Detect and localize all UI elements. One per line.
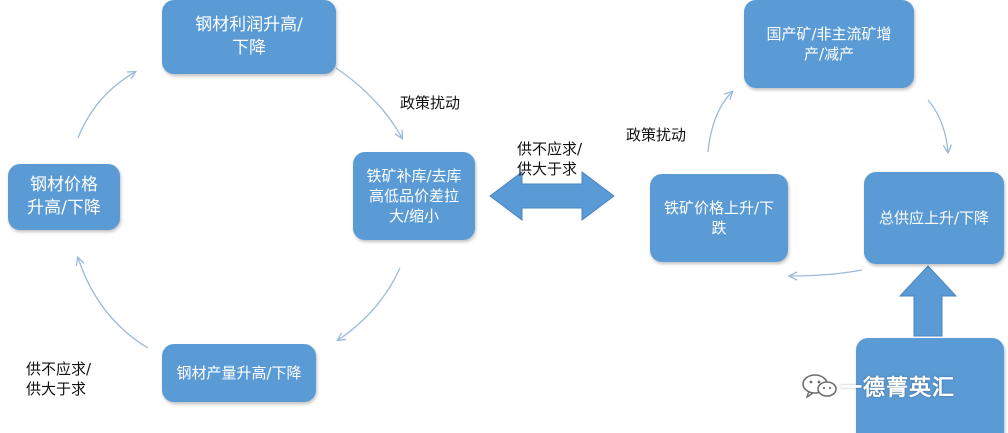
arrow-restock-to-output [338,267,401,340]
node-steel-price: 钢材价格 升高/下降 [8,164,120,230]
node-steel-output-line1: 钢材产量升高/下降 [176,363,302,382]
label-bottom-left: 供不应求/ 供大于求 [26,360,91,399]
arrow-profit-to-restock [335,67,402,138]
node-total-supply-line1: 总供应上升/下降 [878,208,990,227]
double-arrow [489,171,615,221]
node-steel-profit-line2: 下降 [232,38,266,58]
label-policy-left: 政策扰动 [400,94,461,112]
label-policy-right: 政策扰动 [626,126,687,144]
arrow-supply-to-oreprice [790,269,863,276]
label-center-line2: 供大于求 [517,159,578,178]
node-bottom-right [856,338,1004,433]
up-block-arrow [898,265,958,337]
node-ore-price-line2: 跌 [711,219,727,237]
watermark-text: 一德菁英汇 [840,376,956,401]
arrow-price-to-profit [77,72,135,139]
node-ore-price: 铁矿价格上升/下 跌 [650,174,788,262]
node-steel-profit-line1: 钢材利润升高/ [195,15,303,36]
node-domestic-ore-line2: 产/减产 [803,45,855,63]
node-ore-restock-line1: 铁矿补库/去库 [366,166,462,185]
node-ore-restock: 铁矿补库/去库 高低品价差拉 大/缩小 [353,152,475,240]
node-domestic-ore-line1: 国产矿/非主流矿增 [766,24,892,43]
label-bottom-left-line1: 供不应求/ [26,360,92,378]
label-bottom-left-line2: 供大于求 [26,379,87,398]
node-steel-price-line2: 升高/下降 [27,198,101,218]
node-steel-profit: 钢材利润升高/ 下降 [162,0,336,74]
node-steel-output: 钢材产量升高/下降 [162,344,316,402]
node-domestic-ore: 国产矿/非主流矿增 产/减产 [744,0,914,88]
label-center: 供不应求/ 供大于求 [517,140,582,179]
node-total-supply: 总供应上升/下降 [864,172,1004,264]
node-ore-restock-line3: 大/缩小 [388,207,440,226]
arrow-oreprice-to-domestic [707,92,732,153]
node-steel-price-line1: 钢材价格 [30,175,98,196]
node-ore-price-line1: 铁矿价格上升/下 [663,198,775,217]
arrow-output-to-price [78,258,149,349]
wechat-icon [802,374,837,399]
arrow-domestic-to-supply [927,99,948,152]
label-center-line1: 供不应求/ [517,140,583,158]
watermark: 一德菁英汇 [800,370,955,402]
node-ore-restock-line2: 高低品价差拉 [368,186,459,205]
